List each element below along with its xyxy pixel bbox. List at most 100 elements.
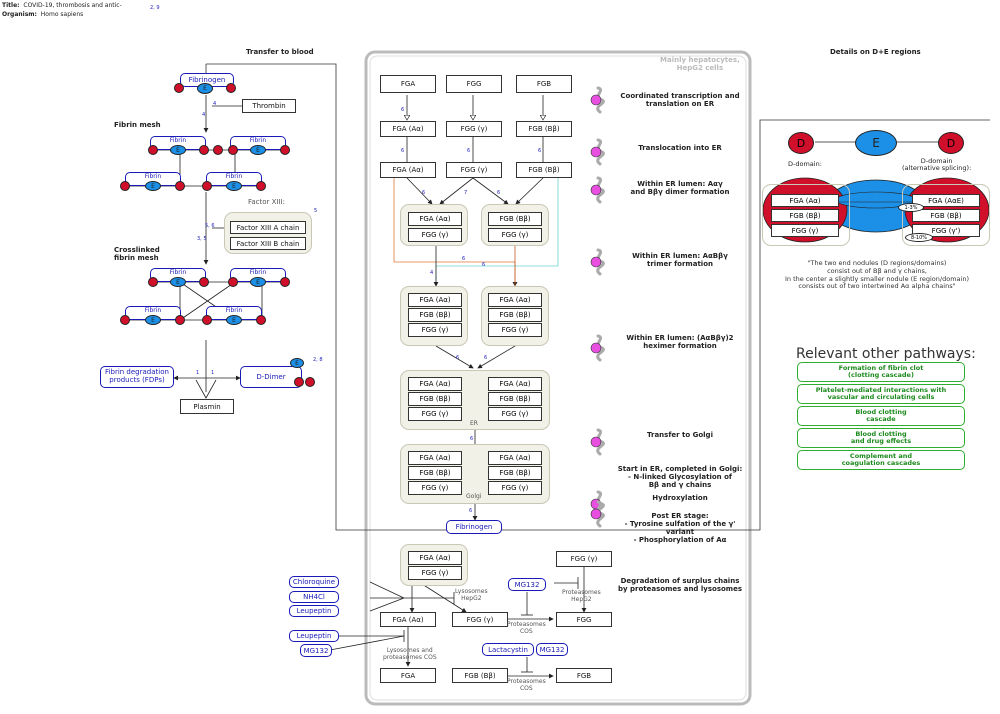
chain-fgg-er[interactable]: FGG (γ): [446, 162, 502, 178]
ref-label: 6: [456, 355, 460, 361]
pathway-link[interactable]: Formation of fibrin clot(clotting cascad…: [797, 362, 965, 382]
d-domain-left-frame: [762, 184, 850, 246]
degr-fgg[interactable]: FGG (γ): [452, 612, 508, 627]
ref-label: 4: [213, 101, 217, 107]
drug-mg132[interactable]: MG132: [508, 578, 546, 591]
d-domain-dot: [202, 181, 212, 191]
fibrin-e-domain: E: [250, 277, 266, 287]
trimer-chain[interactable]: FGA (Aα): [488, 293, 542, 307]
golgi-chain[interactable]: FGB (Bβ): [408, 466, 462, 480]
drug-mg132[interactable]: MG132: [536, 643, 568, 656]
drug-chloroquine[interactable]: Chloroquine: [289, 576, 339, 588]
hexamer-chain[interactable]: FGG (γ): [408, 407, 462, 421]
ref-label: 2, 8: [313, 357, 323, 363]
gene-fga[interactable]: FGA: [380, 75, 436, 93]
dimer-chain[interactable]: FGB (Bβ): [488, 212, 542, 226]
chain-fgb[interactable]: FGB (Bβ): [516, 121, 572, 137]
gene-fgg[interactable]: FGG: [446, 75, 502, 93]
golgi-chain[interactable]: FGG (γ): [408, 481, 462, 495]
d-domain-dot: [120, 315, 130, 325]
gene-fgb[interactable]: FGB: [516, 75, 572, 93]
d-node-right: D: [938, 132, 964, 154]
d-domain-dot: [175, 315, 185, 325]
hexamer-chain[interactable]: FGG (γ): [488, 407, 542, 421]
surplus-fgg[interactable]: FGG (γ): [556, 551, 612, 567]
d-node-left: D: [788, 132, 814, 154]
d-left-chain[interactable]: FGB (Bβ): [771, 209, 839, 222]
e-node: E: [855, 130, 897, 156]
trimer-chain[interactable]: FGB (Bβ): [408, 308, 462, 322]
pct-badge: 8-10%: [905, 233, 933, 242]
drug-nh4cl[interactable]: NH4Cl: [289, 591, 339, 603]
fibrin-e-domain: E: [145, 315, 161, 325]
degr-fgb[interactable]: FGB (Bβ): [452, 668, 508, 683]
d-right-chain[interactable]: FGA (AαE): [912, 194, 980, 207]
d-left-chain[interactable]: FGA (Aα): [771, 194, 839, 207]
d-domain-dot: [199, 145, 209, 155]
d-dimer-node[interactable]: D-Dimer: [240, 366, 302, 388]
surplus-chain[interactable]: FGA (Aα): [408, 551, 462, 565]
drug-leupeptin[interactable]: Leupeptin: [289, 630, 339, 642]
d-domain-right-frame: [902, 184, 990, 246]
factor-xiii-a-chain[interactable]: Factor XIII A chain: [230, 221, 306, 234]
d-domain-dot: [305, 377, 315, 387]
step-label: Translocation into ER: [638, 144, 722, 152]
chain-fga[interactable]: FGA (Aα): [380, 121, 436, 137]
ref-label: 7: [464, 190, 468, 196]
chain-fgg[interactable]: FGG (γ): [446, 121, 502, 137]
product-fga[interactable]: FGA: [380, 668, 436, 683]
degr-fga[interactable]: FGA (Aα): [380, 612, 436, 627]
ref-label: 6: [401, 107, 405, 113]
trimer-chain[interactable]: FGG (γ): [408, 323, 462, 337]
trimer-chain[interactable]: FGB (Bβ): [488, 308, 542, 322]
d-domain-dot: [280, 277, 290, 287]
dimer-chain[interactable]: FGG (γ): [488, 228, 542, 242]
ref-label: 6: [469, 508, 473, 514]
hexamer-chain[interactable]: FGB (Bβ): [408, 392, 462, 406]
golgi-chain[interactable]: FGA (Aα): [488, 451, 542, 465]
drug-mg132[interactable]: MG132: [300, 644, 332, 657]
trimer-chain[interactable]: FGA (Aα): [408, 293, 462, 307]
fibrin-node[interactable]: Fibrin: [125, 172, 181, 186]
golgi-chain[interactable]: FGA (Aα): [408, 451, 462, 465]
pathways-title: Relevant other pathways:: [796, 346, 976, 362]
hexamer-chain[interactable]: FGA (Aα): [408, 377, 462, 391]
dimer-chain[interactable]: FGG (γ): [408, 228, 462, 242]
product-fgb[interactable]: FGB: [556, 668, 612, 683]
dimer-chain[interactable]: FGA (Aα): [408, 212, 462, 226]
thrombin-node[interactable]: Thrombin: [242, 99, 296, 113]
d-domain-dot: [256, 181, 266, 191]
hexamer-chain[interactable]: FGB (Bβ): [488, 392, 542, 406]
product-fgg[interactable]: FGG: [556, 612, 612, 627]
d-domain-dot: [148, 277, 158, 287]
golgi-chain[interactable]: FGG (γ): [488, 481, 542, 495]
plasmin-node[interactable]: Plasmin: [180, 399, 234, 414]
ribosome-protein-icon: [590, 248, 605, 276]
organism-line: Organism: Homo sapiens: [2, 11, 84, 18]
golgi-chain[interactable]: FGB (Bβ): [488, 466, 542, 480]
factor-xiii-label: Factor XIII:: [248, 198, 285, 206]
ref-label: 6: [422, 190, 426, 196]
ref-label: 6: [401, 148, 405, 154]
d-left-chain[interactable]: FGG (γ): [771, 224, 839, 237]
chain-fga-er[interactable]: FGA (Aα): [380, 162, 436, 178]
drug-lactacystin[interactable]: Lactacystin: [482, 643, 534, 656]
fibrin-mesh-label: Fibrin mesh: [114, 121, 161, 129]
trimer-chain[interactable]: FGG (γ): [488, 323, 542, 337]
d-domain-dot: [199, 277, 209, 287]
factor-xiii-b-chain[interactable]: Factor XIII B chain: [230, 237, 306, 250]
d-right-chain[interactable]: FGB (Bβ): [912, 209, 980, 222]
hexamer-chain[interactable]: FGA (Aα): [488, 377, 542, 391]
chain-fgb-er[interactable]: FGB (Bβ): [516, 162, 572, 178]
drug-leupeptin[interactable]: Leupeptin: [289, 605, 339, 617]
fibrinogen-secreted[interactable]: Fibrinogen: [446, 520, 502, 534]
surplus-chain[interactable]: FGG (γ): [408, 566, 462, 580]
